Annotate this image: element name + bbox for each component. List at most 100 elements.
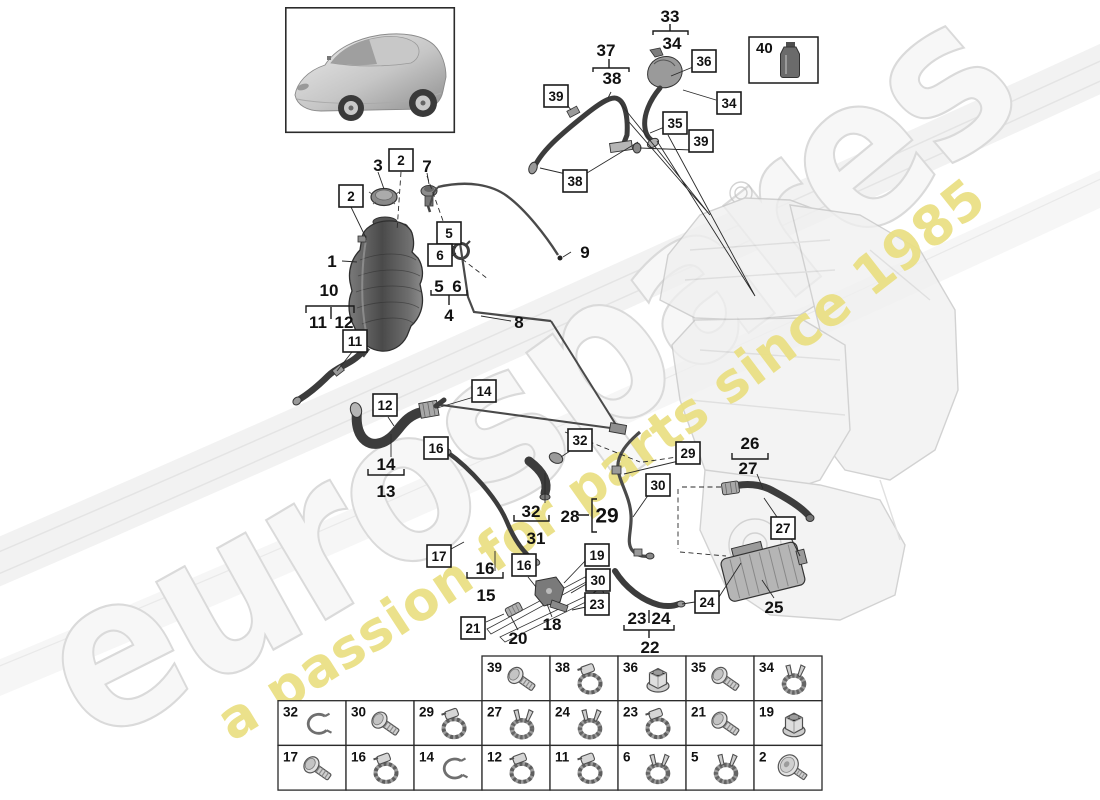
part-label-31[interactable]: 31: [527, 529, 546, 548]
part-label-25[interactable]: 25: [765, 598, 784, 617]
part-label-15[interactable]: 15: [477, 586, 496, 605]
callout-frame: [426, 544, 452, 568]
callout-box-6[interactable]: 6: [427, 243, 453, 267]
part-label-13[interactable]: 13: [377, 482, 396, 501]
part-label-3[interactable]: 3: [373, 156, 382, 175]
group-bracket: [466, 572, 504, 579]
part-label-11[interactable]: 11: [309, 313, 327, 332]
part-label-20[interactable]: 20: [509, 629, 528, 648]
part-label-37[interactable]: 37: [597, 41, 616, 60]
part-label-18[interactable]: 18: [543, 615, 562, 634]
callout-box-27[interactable]: 27: [770, 516, 796, 540]
callout-box-12[interactable]: 12: [372, 393, 398, 417]
legend-cell-29[interactable]: 29: [413, 700, 483, 747]
part-label-10[interactable]: 10: [320, 281, 339, 300]
part-label-6[interactable]: 6: [452, 277, 461, 296]
callout-box-17[interactable]: 17: [426, 544, 452, 568]
part-label-5[interactable]: 5: [434, 277, 443, 296]
part-label-4[interactable]: 4: [444, 306, 454, 325]
part40-label: 40: [756, 40, 773, 57]
callout-box-36[interactable]: 36: [691, 49, 717, 73]
part-label-34[interactable]: 34: [663, 34, 682, 53]
hose-11-fitting: [292, 396, 302, 406]
legend-cell-17[interactable]: 17: [277, 744, 347, 791]
callout-box-5[interactable]: 5: [436, 221, 462, 245]
part-label-23[interactable]: 23: [628, 609, 647, 628]
bracket-18: [534, 576, 569, 613]
callout-box-2[interactable]: 2: [388, 148, 414, 172]
part-label-24[interactable]: 24: [652, 609, 671, 628]
callout-box-39[interactable]: 39: [543, 84, 569, 108]
part-label-27[interactable]: 27: [739, 459, 758, 478]
callout-number: 38: [567, 174, 583, 189]
callout-box-16[interactable]: 16: [423, 436, 449, 460]
part-label-14[interactable]: 14: [377, 455, 396, 474]
legend-cell-16[interactable]: 16: [345, 744, 415, 791]
callout-box-16[interactable]: 16: [511, 553, 537, 577]
part-label-26[interactable]: 26: [741, 434, 760, 453]
callout-frame: [427, 243, 453, 267]
legend-cell-30[interactable]: 30: [345, 700, 415, 747]
legend-cell-14[interactable]: 14: [413, 744, 483, 791]
legend-cell-27[interactable]: 27: [481, 700, 551, 747]
callout-box-35[interactable]: 35: [662, 111, 688, 135]
part-label-33[interactable]: 33: [661, 7, 680, 26]
part40-box[interactable]: 40: [748, 36, 819, 84]
callout-frame: [691, 49, 717, 73]
part-label-22[interactable]: 22: [641, 638, 660, 657]
part-label-28[interactable]: 28: [561, 507, 580, 526]
part-label-16[interactable]: 16: [476, 559, 495, 578]
part-label-8[interactable]: 8: [514, 313, 523, 332]
callout-box-38[interactable]: 38: [562, 169, 588, 193]
callout-box-21[interactable]: 21: [460, 616, 486, 640]
legend-cell-39[interactable]: 39: [481, 655, 551, 702]
legend-cell-11[interactable]: 11: [549, 744, 619, 791]
hose-11: [296, 348, 366, 403]
legend-cell-19[interactable]: 19: [753, 700, 823, 747]
legend-cell-number: 11: [555, 749, 570, 764]
part-label-7[interactable]: 7: [422, 157, 431, 176]
callout-box-11[interactable]: 11: [342, 329, 368, 353]
legend-cell-5[interactable]: 5: [685, 744, 755, 791]
callout-number: 24: [699, 595, 715, 610]
callout-frame: [567, 428, 593, 452]
legend-cell-32[interactable]: 32: [277, 700, 347, 747]
callout-box-24[interactable]: 24: [694, 590, 720, 614]
legend-cell-36[interactable]: 36: [617, 655, 687, 702]
legend-cell-12[interactable]: 12: [481, 744, 551, 791]
callout-box-39[interactable]: 39: [688, 129, 714, 153]
callout-box-2[interactable]: 2: [338, 184, 364, 208]
car-thumbnail: [284, 7, 456, 134]
callout-box-14[interactable]: 14: [471, 379, 497, 403]
part-label-38[interactable]: 38: [603, 69, 622, 88]
callout-box-34[interactable]: 34: [716, 91, 742, 115]
legend-cell-38[interactable]: 38: [549, 655, 619, 702]
part-label-9[interactable]: 9: [580, 243, 589, 262]
legend-cell-34[interactable]: 34: [753, 655, 823, 702]
legend-cell-2[interactable]: 2: [753, 744, 823, 791]
vent-pipe: [437, 182, 560, 256]
callout-box-29[interactable]: 29: [675, 441, 701, 465]
legend-cell-number: 12: [487, 749, 502, 764]
callout-box-19[interactable]: 19: [584, 543, 610, 567]
callout-box-30[interactable]: 30: [585, 568, 611, 592]
legend-cell-number: 19: [759, 705, 774, 720]
callout-box-23[interactable]: 23: [584, 592, 610, 616]
callout-number: 23: [589, 597, 605, 612]
part-label-29[interactable]: 29: [595, 505, 618, 528]
bracket-assembly-34: [647, 47, 683, 89]
legend-cell-number: 23: [623, 705, 639, 720]
part-label-12[interactable]: 12: [335, 313, 354, 332]
part-label-32[interactable]: 32: [522, 502, 541, 521]
part-label-1[interactable]: 1: [327, 252, 336, 271]
legend-cell-6[interactable]: 6: [617, 744, 687, 791]
pipe-junction-fitting: [608, 422, 628, 435]
legend-cell-23[interactable]: 23: [617, 700, 687, 747]
legend-cell-24[interactable]: 24: [549, 700, 619, 747]
callout-number: 2: [397, 153, 405, 168]
callout-box-30[interactable]: 30: [645, 473, 671, 497]
callout-box-32[interactable]: 32: [567, 428, 593, 452]
legend-cell-21[interactable]: 21: [685, 700, 755, 747]
legend-cell-35[interactable]: 35: [685, 655, 755, 702]
callout-number: 21: [465, 621, 481, 636]
